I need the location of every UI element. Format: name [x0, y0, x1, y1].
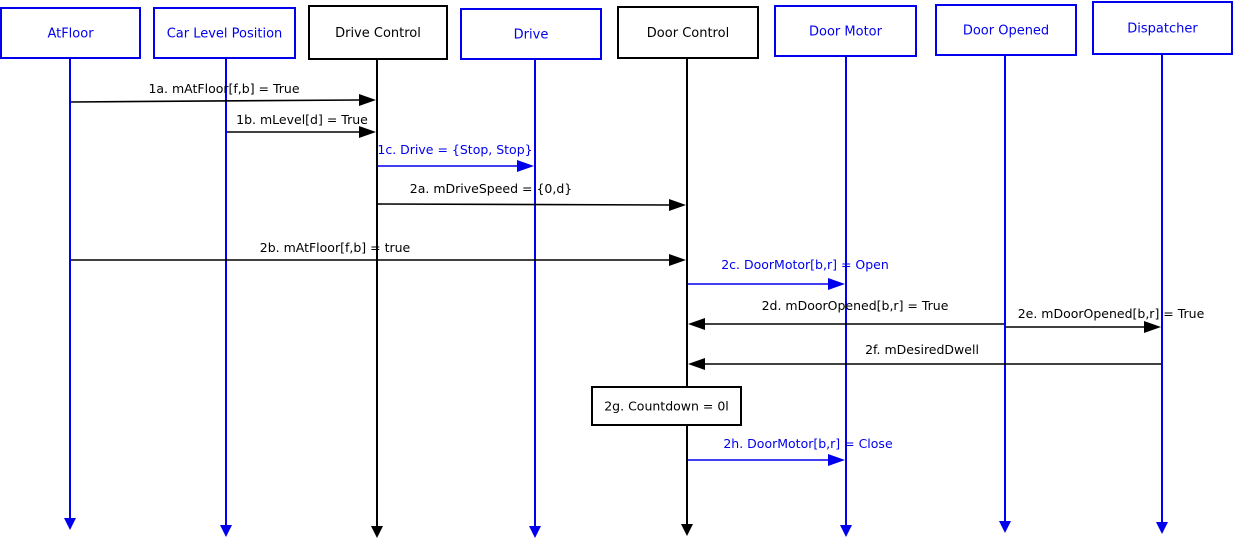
message-2h: 2h. DoorMotor[b,r] = Close	[688, 436, 893, 466]
message-2b: 2b. mAtFloor[f,b] = true	[71, 240, 686, 266]
message-label-2c: 2c. DoorMotor[b,r] = Open	[721, 257, 889, 272]
lifeline-end-arrow-drive-control	[371, 526, 383, 538]
message-2f: 2f. mDesiredDwell	[688, 342, 1161, 370]
participant-drive: Drive	[460, 8, 602, 60]
message-label-2d: 2d. mDoorOpened[b,r] = True	[762, 298, 949, 313]
participant-box-drive-control	[308, 5, 448, 60]
participant-label-dispatcher: Dispatcher	[1127, 22, 1198, 37]
participant-box-car-level-position	[153, 7, 296, 59]
message-line-2a	[377, 203, 670, 206]
participant-label-door-control: Door Control	[647, 26, 729, 41]
lifeline-end-arrow-drive	[529, 526, 541, 538]
message-arrowhead-2h	[828, 454, 845, 466]
message-arrowhead-1b	[359, 126, 376, 138]
message-arrowhead-1c	[517, 160, 534, 172]
participant-label-drive-control: Drive Control	[335, 26, 421, 41]
message-arrowhead-2c	[828, 278, 845, 290]
participant-box-door-opened	[935, 4, 1077, 56]
participant-drive-control: Drive Control	[308, 5, 448, 60]
participant-dispatcher: Dispatcher	[1092, 1, 1233, 55]
lifeline-end-arrow-dispatcher	[1156, 522, 1168, 534]
message-arrowhead-2b	[669, 254, 686, 266]
message-label-2b: 2b. mAtFloor[f,b] = true	[260, 240, 411, 255]
message-label-1c: 1c. Drive = {Stop, Stop}	[377, 142, 532, 157]
lifeline-end-arrow-car-level-position	[220, 525, 232, 537]
participant-car-level-position: Car Level Position	[153, 7, 296, 59]
lifeline-end-arrow-door-control	[681, 524, 693, 536]
message-2d: 2d. mDoorOpened[b,r] = True	[688, 298, 1004, 330]
participant-box-drive	[460, 8, 602, 60]
participant-label-atfloor: AtFloor	[47, 27, 94, 42]
participant-label-drive: Drive	[514, 28, 549, 43]
note-label-2g: 2g. Countdown = 0l	[604, 399, 729, 414]
participant-label-car-level-position: Car Level Position	[167, 27, 283, 42]
lifeline-end-arrow-door-opened	[999, 521, 1011, 533]
participant-door-opened: Door Opened	[935, 4, 1077, 56]
message-arrowhead-2e	[1144, 321, 1161, 333]
lifelines	[64, 54, 1168, 538]
message-1b: 1b. mLevel[d] = True	[227, 112, 376, 138]
message-arrowhead-1a	[359, 94, 376, 106]
message-label-1a: 1a. mAtFloor[f,b] = True	[148, 81, 299, 96]
message-label-2h: 2h. DoorMotor[b,r] = Close	[723, 436, 893, 451]
message-2c: 2c. DoorMotor[b,r] = Open	[688, 257, 889, 290]
lifeline-end-arrow-atfloor	[64, 518, 76, 530]
message-label-2f: 2f. mDesiredDwell	[865, 342, 979, 357]
participant-box-door-motor	[774, 5, 917, 57]
participant-box-dispatcher	[1092, 1, 1233, 55]
participant-label-door-opened: Door Opened	[963, 24, 1049, 39]
message-arrowhead-2f	[688, 358, 705, 370]
participant-label-door-motor: Door Motor	[809, 25, 883, 40]
participants: AtFloor Car Level Position Drive Control Dr…	[0, 1, 1233, 60]
participant-box-door-control	[617, 6, 759, 59]
participant-door-control: Door Control	[617, 6, 759, 59]
participant-box-atfloor	[0, 7, 141, 59]
message-1a: 1a. mAtFloor[f,b] = True	[70, 81, 376, 106]
message-label-2e: 2e. mDoorOpened[b,r] = True	[1018, 306, 1205, 321]
lifeline-end-arrow-door-motor	[840, 525, 852, 537]
message-2a: 2a. mDriveSpeed = {0,d}	[377, 181, 686, 211]
participant-atfloor: AtFloor	[0, 7, 141, 59]
participant-door-motor: Door Motor	[774, 5, 917, 57]
message-1c: 1c. Drive = {Stop, Stop}	[377, 142, 534, 172]
message-arrowhead-2a	[669, 199, 686, 211]
note-box-2g	[591, 386, 742, 426]
notes: 2g. Countdown = 0l	[591, 386, 742, 426]
note-2g: 2g. Countdown = 0l	[591, 386, 742, 426]
message-arrowhead-2d	[688, 318, 705, 330]
message-2e: 2e. mDoorOpened[b,r] = True	[1006, 306, 1205, 333]
message-label-2a: 2a. mDriveSpeed = {0,d}	[410, 181, 572, 196]
message-label-1b: 1b. mLevel[d] = True	[236, 112, 368, 127]
messages: 1a. mAtFloor[f,b] = True 1b. mLevel[d] = …	[70, 81, 1205, 466]
message-line-1a	[70, 99, 360, 103]
